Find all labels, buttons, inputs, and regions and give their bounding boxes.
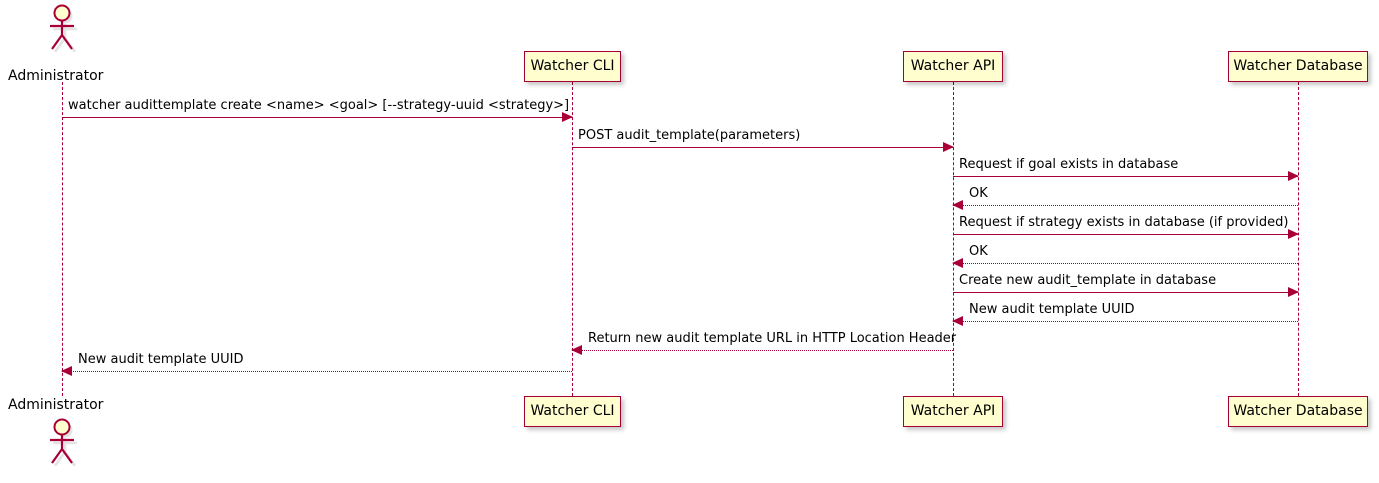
participant-box-bottom-watcher-cli: Watcher CLI [524, 396, 621, 427]
message-line-9 [572, 350, 953, 351]
message-label-3: Request if goal exists in database [959, 157, 1179, 172]
actor-figure-administrator [50, 4, 77, 52]
message-line-6 [953, 263, 1298, 264]
message-line-1 [62, 117, 572, 118]
message-arrowhead-1 [562, 112, 573, 122]
actor-label-administrator: Administrator [8, 68, 104, 84]
message-arrowhead-3 [1288, 171, 1299, 181]
message-arrowhead-4 [952, 200, 963, 210]
message-line-2 [572, 147, 953, 148]
message-line-5 [953, 234, 1298, 235]
participant-box-bottom-watcher-api: Watcher API [903, 396, 1003, 427]
message-arrowhead-6 [952, 258, 963, 268]
message-label-2: POST audit_template(parameters) [578, 128, 801, 143]
message-label-5: Request if strategy exists in database (… [959, 215, 1289, 230]
message-line-8 [953, 321, 1298, 322]
lifeline-watcher-db [1297, 82, 1299, 396]
message-arrowhead-8 [952, 316, 963, 326]
participant-box-watcher-api: Watcher API [903, 51, 1003, 82]
participant-box-watcher-db: Watcher Database [1228, 51, 1368, 82]
message-label-1: watcher audittemplate create <name> <goa… [68, 98, 570, 113]
message-arrowhead-2 [943, 142, 954, 152]
message-arrowhead-7 [1288, 287, 1299, 297]
message-label-4: OK [969, 186, 988, 201]
message-label-8: New audit template UUID [969, 302, 1135, 317]
participant-box-bottom-watcher-db: Watcher Database [1228, 396, 1368, 427]
participant-box-watcher-cli: Watcher CLI [524, 51, 621, 82]
message-line-10 [62, 371, 572, 372]
message-arrowhead-9 [571, 345, 582, 355]
message-label-7: Create new audit_template in database [959, 273, 1217, 288]
message-arrowhead-5 [1288, 229, 1299, 239]
message-arrowhead-10 [61, 366, 72, 376]
message-label-9: Return new audit template URL in HTTP Lo… [588, 331, 957, 346]
lifeline-watcher-cli [571, 82, 573, 396]
message-line-3 [953, 176, 1298, 177]
message-label-6: OK [969, 244, 988, 259]
actor-figure-bottom-administrator [50, 418, 77, 466]
lifeline-administrator [61, 82, 63, 396]
lifeline-watcher-api [952, 82, 954, 396]
message-line-7 [953, 292, 1298, 293]
message-line-4 [953, 205, 1298, 206]
message-label-10: New audit template UUID [78, 352, 244, 367]
actor-label-bottom-administrator: Administrator [8, 397, 104, 413]
